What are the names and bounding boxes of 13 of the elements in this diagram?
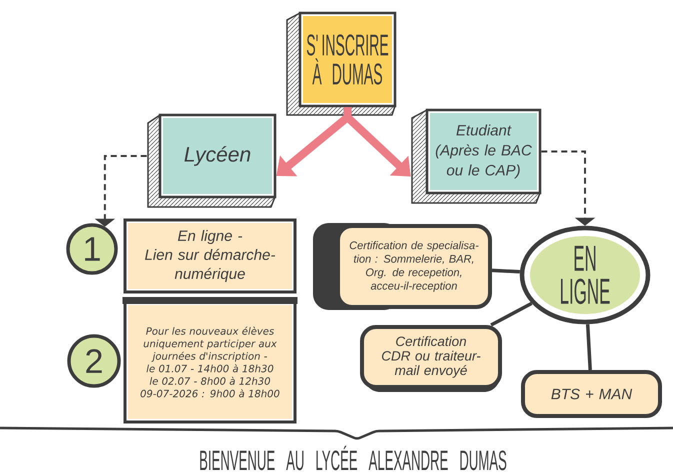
connector-line (490, 302, 532, 327)
rounded-box: Certification de specialisa-tion : Sommelerie, BAR, Org. de recepetion, acceu-il-reception (313, 223, 492, 310)
connector-line (492, 268, 520, 274)
category-box: Etudiant (Après le BAC ou le CAP) (411, 108, 542, 204)
title-box: S'INSCRIRE À DUMAS (286, 12, 396, 116)
info-box: Pour les nouveaux élèves uniquement participer aux journées d'inscription - le 01.07 - 14h00 à 18h30 le 02.07 - 8h00 à 12h30 09-07-2026 : 9h00 à 18h00 (122, 297, 298, 424)
rounded-box: Certification CDR ou traiteur-mail envoyé (360, 325, 502, 392)
ellipse-node: EN LIGNE (520, 226, 650, 324)
rounded-box: BTS + MAN (521, 370, 662, 418)
info-box: En ligne - Lien sur démarche-numérique (124, 218, 296, 294)
connector-line (586, 324, 592, 370)
category-box: Lycéen (147, 114, 276, 208)
footer-heading: BIENVENUE AU LYCÉE ALEXANDRE DUMAS (200, 446, 506, 470)
